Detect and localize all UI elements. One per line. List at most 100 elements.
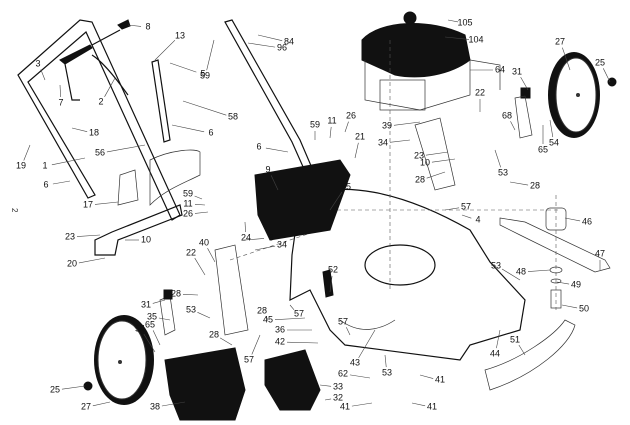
leader-line-48 — [527, 269, 551, 272]
callout-18: 18 — [89, 127, 99, 137]
leader-line-27 — [92, 401, 111, 407]
callout-11: 11 — [183, 198, 192, 208]
callout-104: 104 — [468, 34, 483, 44]
leader-line-53 — [501, 268, 521, 281]
leader-line-34 — [254, 245, 276, 251]
callout-leaders — [23, 19, 611, 407]
callout-6: 6 — [256, 141, 261, 151]
callout-45: 45 — [263, 314, 273, 324]
control-bar — [59, 19, 131, 101]
discharge-chute — [254, 159, 351, 241]
callout-53: 53 — [382, 367, 392, 377]
callout-27: 27 — [81, 401, 91, 411]
leader-line-5 — [169, 62, 197, 73]
leader-line-35 — [158, 317, 171, 321]
leader-line-6 — [244, 238, 265, 241]
callout-26: 26 — [183, 208, 193, 218]
leader-line-26 — [344, 121, 349, 133]
leader-line-28 — [265, 315, 269, 321]
leader-line-28 — [182, 293, 199, 296]
leader-line-19 — [23, 144, 31, 161]
leader-line-40 — [207, 248, 216, 263]
mulch-plug — [164, 347, 246, 421]
leader-line-46 — [564, 217, 581, 222]
callout-84: 84 — [284, 36, 294, 46]
leader-line-4 — [461, 214, 472, 219]
callout-5: 5 — [200, 68, 205, 78]
leader-line-22 — [194, 257, 206, 276]
callout-11: 11 — [327, 115, 336, 125]
leader-line-51 — [518, 344, 526, 356]
leader-line-8 — [127, 24, 142, 27]
callout-2: 2 — [98, 96, 103, 106]
callout-24: 24 — [241, 232, 251, 242]
callout-35: 35 — [147, 311, 157, 321]
leader-line-57 — [251, 334, 261, 355]
callout-7: 7 — [58, 97, 63, 107]
callout-23: 23 — [65, 231, 75, 241]
height-brackets — [159, 87, 533, 336]
callout-58: 58 — [228, 111, 238, 121]
callout-42: 42 — [275, 336, 285, 346]
callout-96: 96 — [277, 42, 287, 52]
callout-23: 23 — [414, 150, 424, 160]
leader-line-53 — [197, 312, 211, 319]
callout-27: 27 — [555, 36, 565, 46]
callout-10: 10 — [420, 157, 430, 167]
callout-28: 28 — [209, 329, 219, 339]
callout-62: 62 — [338, 368, 348, 378]
leader-line-59 — [194, 195, 203, 200]
leader-line-13 — [154, 39, 176, 61]
engine — [361, 11, 501, 111]
callout-31: 31 — [141, 299, 151, 309]
leader-line-41 — [351, 402, 373, 407]
callout-43: 43 — [350, 357, 360, 367]
callout-34: 34 — [277, 239, 287, 249]
leader-line-11 — [329, 126, 332, 139]
callout-25: 25 — [50, 384, 60, 394]
side-chute-door — [264, 349, 321, 411]
callout-46: 46 — [582, 216, 592, 226]
callout-22: 22 — [186, 247, 196, 257]
callout-28: 28 — [171, 288, 181, 298]
callout-53: 53 — [498, 167, 508, 177]
callout-21: 21 — [355, 131, 365, 141]
leader-line-38 — [161, 401, 186, 407]
leader-line-105 — [447, 19, 459, 23]
callout-68: 68 — [502, 110, 512, 120]
callout-34: 34 — [378, 137, 388, 147]
leader-line-44 — [496, 329, 501, 349]
callout-59: 59 — [310, 119, 320, 129]
leader-line-3 — [40, 69, 46, 81]
leader-line-1 — [51, 157, 86, 166]
callout-32: 32 — [333, 392, 343, 402]
leader-line-52 — [329, 275, 333, 293]
lower-handle-right — [224, 19, 316, 179]
callout-36: 36 — [275, 324, 285, 334]
callout-3: 3 — [35, 58, 40, 68]
leader-line-31 — [152, 299, 166, 304]
leader-line-10 — [431, 158, 456, 163]
callout-4: 4 — [475, 214, 480, 224]
side-marker: 2 — [10, 208, 19, 213]
callout-56: 56 — [95, 147, 105, 157]
leader-line-7 — [59, 84, 61, 98]
callout-54: 54 — [549, 137, 559, 147]
leader-line-31 — [520, 76, 529, 91]
callout-44: 44 — [490, 348, 500, 358]
callout-28: 28 — [257, 305, 267, 315]
callout-53: 53 — [491, 260, 501, 270]
callout-39: 39 — [382, 120, 392, 130]
leader-line-58 — [182, 100, 227, 116]
callout-6: 6 — [208, 127, 213, 137]
leader-line-57 — [444, 207, 460, 211]
leader-line-6 — [52, 180, 71, 185]
leader-line-28 — [426, 171, 446, 179]
leader-line-26 — [194, 211, 209, 214]
leader-line-104 — [444, 36, 470, 40]
callout-38: 38 — [150, 401, 160, 411]
leader-line-17 — [94, 201, 119, 205]
front-bumper — [484, 319, 576, 391]
